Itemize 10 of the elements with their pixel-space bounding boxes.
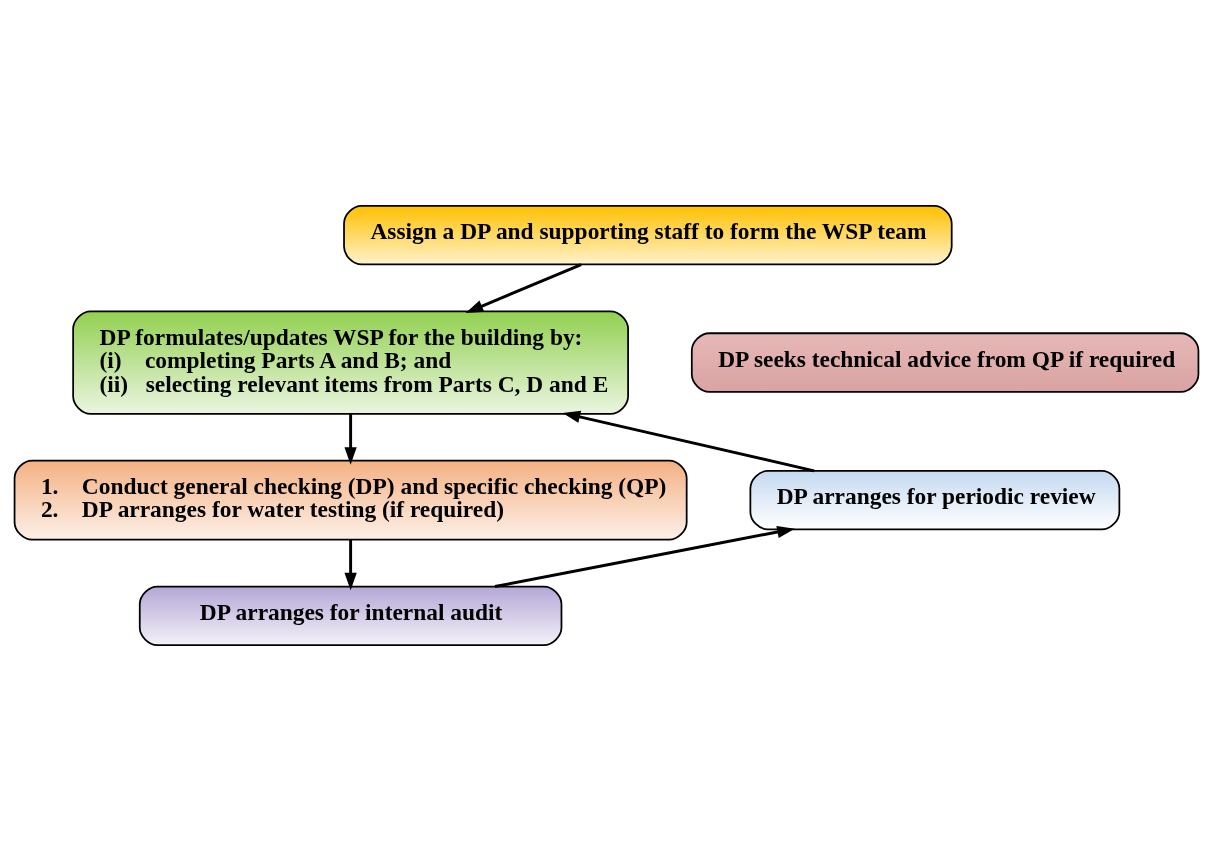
node-box: Assign a DP and supporting staff to form the WSP team	[343, 205, 953, 266]
node-box: DP arranges for internal audit	[138, 585, 563, 646]
node-box: DP seeks technical advice from QP if required	[690, 332, 1200, 393]
arrow	[344, 414, 357, 465]
arrow	[344, 539, 357, 591]
node-box: DP arranges for periodic review	[749, 470, 1121, 531]
arrow	[465, 263, 582, 313]
arrow	[562, 410, 815, 473]
node-box: 1. Conduct general checking (DP) and specific checking (QP) 2. DP arranges for water testing (if required)	[13, 459, 688, 541]
node-box: DP formulates/updates WSP for the building by: (i) completing Parts A and B; and (ii) selecting relevant items from Parts C, D and E	[72, 310, 629, 415]
